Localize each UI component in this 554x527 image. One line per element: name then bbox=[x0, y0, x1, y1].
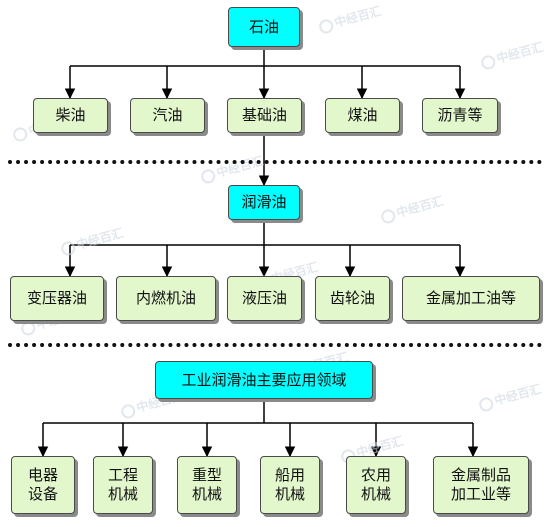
node-electrical-equipment: 电器 设备 bbox=[11, 456, 75, 514]
node-diesel: 柴油 bbox=[33, 98, 108, 133]
section-divider bbox=[8, 343, 542, 347]
section-divider bbox=[8, 160, 542, 164]
node-metalworking-oil-etc: 金属加工油等 bbox=[402, 276, 540, 321]
node-petroleum: 石油 bbox=[228, 7, 300, 47]
node-engine-oil: 内燃机油 bbox=[116, 276, 216, 321]
node-gasoline: 汽油 bbox=[130, 98, 205, 133]
node-kerosene: 煤油 bbox=[325, 98, 400, 133]
node-lubricating-oil: 润滑油 bbox=[228, 185, 300, 220]
node-marine-machinery: 船用 机械 bbox=[260, 456, 320, 514]
node-heavy-machinery: 重型 机械 bbox=[177, 456, 237, 514]
node-gear-oil: 齿轮油 bbox=[315, 276, 390, 321]
node-base-oil: 基础油 bbox=[227, 98, 302, 133]
node-transformer-oil: 变压器油 bbox=[10, 276, 104, 321]
node-hydraulic-oil: 液压油 bbox=[227, 276, 302, 321]
node-agricultural-machinery: 农用 机械 bbox=[346, 456, 406, 514]
node-industrial-applications: 工业润滑油主要应用领域 bbox=[155, 361, 373, 399]
node-asphalt-etc: 沥青等 bbox=[422, 98, 498, 133]
node-metal-products-processing: 金属制品 加工业等 bbox=[433, 456, 529, 514]
node-construction-machinery: 工程 机械 bbox=[93, 456, 153, 514]
